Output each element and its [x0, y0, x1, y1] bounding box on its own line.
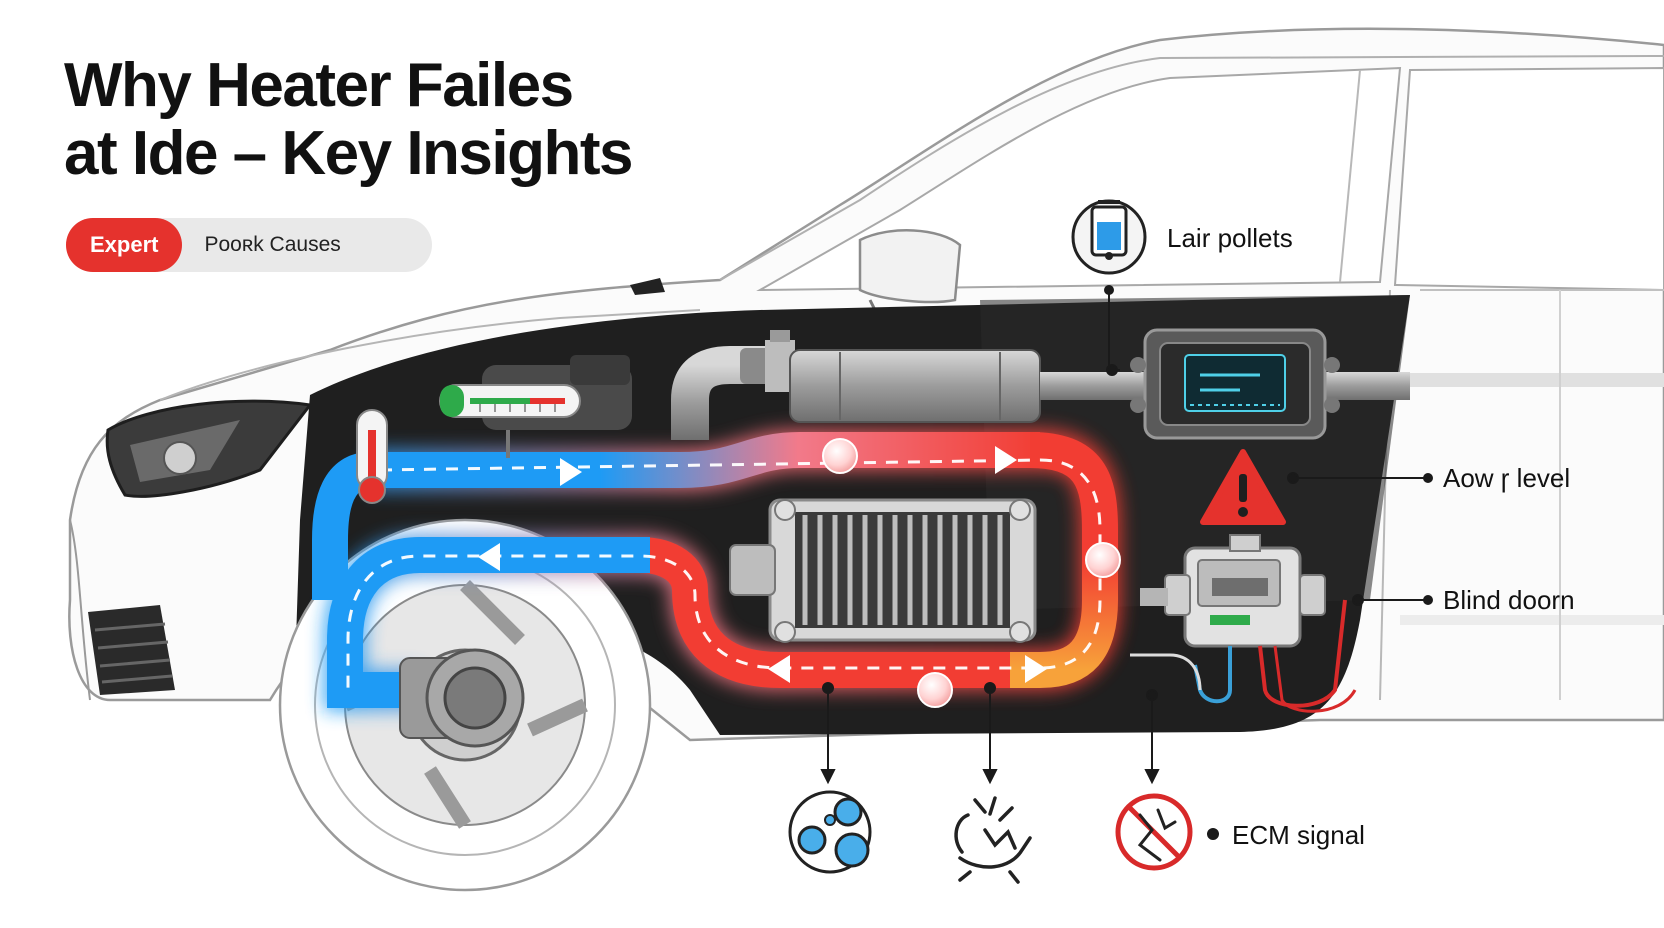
causes-tag: Pooʀk Causes [204, 233, 341, 256]
control-module [1130, 328, 1340, 440]
front-grille [69, 519, 175, 701]
water-pump [399, 648, 525, 748]
page-title: Why Heater Failes at Ide – Key Insights [64, 51, 634, 188]
mixed-flow-pipe [600, 432, 1040, 488]
callout-ecm-signal: ECM signal [1232, 820, 1365, 850]
blend-door-actuator [1130, 534, 1357, 713]
arrow-right-1 [560, 458, 582, 486]
callout-lines [820, 285, 1433, 840]
coolant-loop [312, 432, 1118, 708]
callout-blend-door: Blind doorn [1443, 585, 1575, 615]
heater-core [729, 498, 1037, 643]
arrow-right-3 [1025, 655, 1047, 683]
arrow-right-2 [995, 446, 1017, 474]
title-line-2: at Ide – Key Insights [64, 119, 634, 188]
temperature-gauge [439, 355, 632, 458]
expert-tag: Expert [66, 218, 183, 272]
callout-coolant-reservoir: Lair pollets [1167, 223, 1293, 253]
no-signal-icon [1115, 793, 1193, 871]
title-line-1: Why Heater Failes [64, 51, 574, 120]
air-bubbles [822, 438, 1121, 708]
category-badge: Expert Pooʀk Causes [66, 218, 432, 272]
air-bubbles-icon [788, 790, 872, 874]
flow-arrows [478, 446, 1047, 683]
headlight [105, 399, 313, 498]
broken-hose-icon [954, 796, 1032, 884]
coolant-reservoir-icon [1071, 199, 1147, 275]
arrow-left-2 [768, 655, 790, 683]
warning-triangle-icon [1200, 449, 1286, 525]
callout-level: Aow ɼ level [1443, 463, 1571, 493]
thermometer-icon [356, 409, 388, 504]
arrow-left-1 [478, 543, 500, 571]
